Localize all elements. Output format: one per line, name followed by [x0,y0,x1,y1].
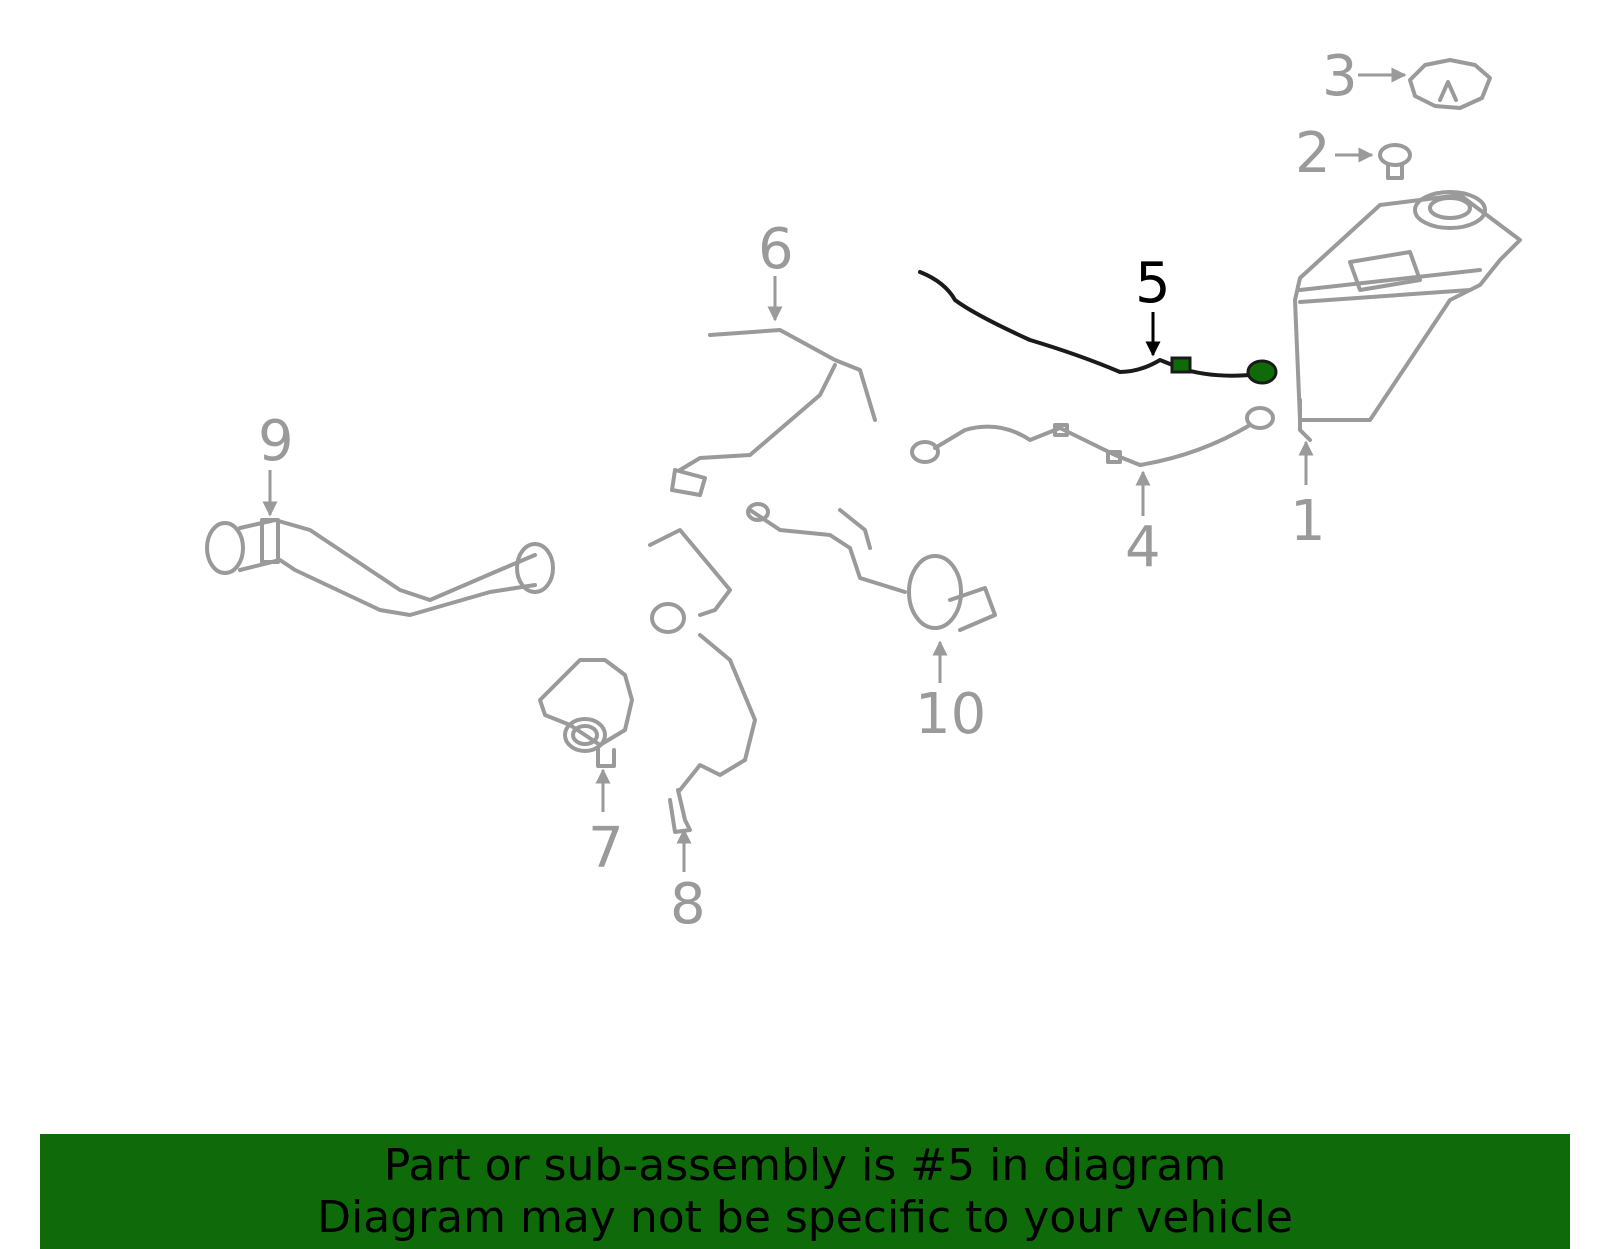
banner-line-2: Diagram may not be specific to your vehi… [317,1191,1293,1243]
parts-diagram: 1 2 3 4 5 6 7 8 9 10 [205,44,1522,937]
part-2-bolt [1378,143,1412,180]
callout-9: 9 [258,409,294,474]
part-7-housing [538,658,634,768]
callout-5: 5 [1135,251,1171,316]
callout-3: 3 [1322,44,1358,109]
part-4-hose [910,406,1275,467]
part-1-expansion-tank [1293,190,1522,442]
callout-1: 1 [1290,489,1326,554]
part-10-hose [746,502,997,632]
callout-6: 6 [758,217,794,282]
callout-arrows [262,67,1407,872]
callout-8: 8 [670,872,706,937]
part-5-hose-highlighted [918,270,1278,385]
part-3-cap [1408,58,1492,110]
part-9-hose [205,518,555,617]
part-6-pipe [670,328,877,497]
callout-2: 2 [1295,121,1331,186]
banner-line-1: Part or sub-assembly is #5 in diagram [383,1139,1227,1191]
callout-10: 10 [915,682,986,747]
callout-7: 7 [588,816,624,881]
callout-4: 4 [1125,515,1161,580]
info-banner: Part or sub-assembly is #5 in diagram Di… [40,1134,1570,1249]
part-8-hose [648,528,757,834]
